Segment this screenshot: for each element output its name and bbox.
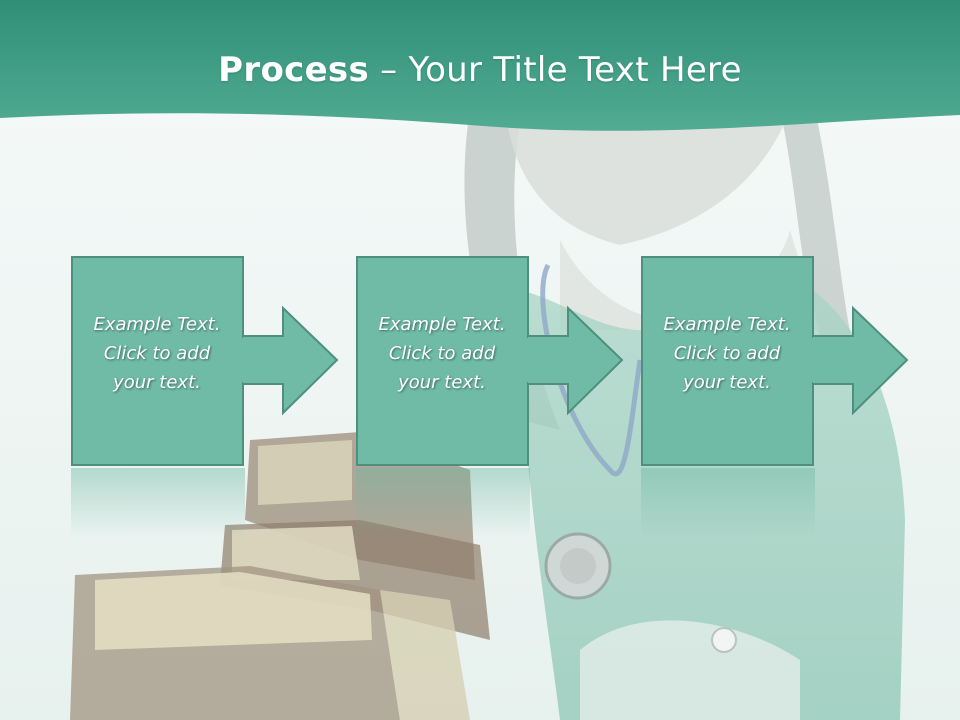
step-3-line-2: Click to add <box>673 343 781 364</box>
process-step-1[interactable]: Example Text. Click to add your text. <box>71 256 341 468</box>
process-step-2[interactable]: Example Text. Click to add your text. <box>356 256 626 468</box>
slide-title[interactable]: Process – Your Title Text Here <box>0 50 960 90</box>
step-1-reflection <box>71 468 245 538</box>
step-1-line-2: Click to add <box>103 343 211 364</box>
step-3-text[interactable]: Example Text. Click to add your text. <box>641 310 813 397</box>
step-2-reflection <box>356 468 530 538</box>
step-3-line-3: your text. <box>683 372 771 393</box>
step-2-line-1: Example Text. <box>378 314 506 335</box>
title-bold: Process <box>218 50 370 90</box>
step-2-line-3: your text. <box>398 372 486 393</box>
step-1-line-1: Example Text. <box>93 314 221 335</box>
step-1-line-3: your text. <box>113 372 201 393</box>
step-1-arrow-shape <box>71 256 339 466</box>
header-band <box>0 0 960 131</box>
step-3-line-1: Example Text. <box>663 314 791 335</box>
step-1-text[interactable]: Example Text. Click to add your text. <box>71 310 243 397</box>
step-2-text[interactable]: Example Text. Click to add your text. <box>356 310 528 397</box>
step-3-arrow-shape <box>641 256 909 466</box>
step-2-arrow-shape <box>356 256 624 466</box>
title-rest: – Your Title Text Here <box>369 50 742 90</box>
step-2-line-2: Click to add <box>388 343 496 364</box>
process-step-3[interactable]: Example Text. Click to add your text. <box>641 256 911 468</box>
step-3-reflection <box>641 468 815 538</box>
